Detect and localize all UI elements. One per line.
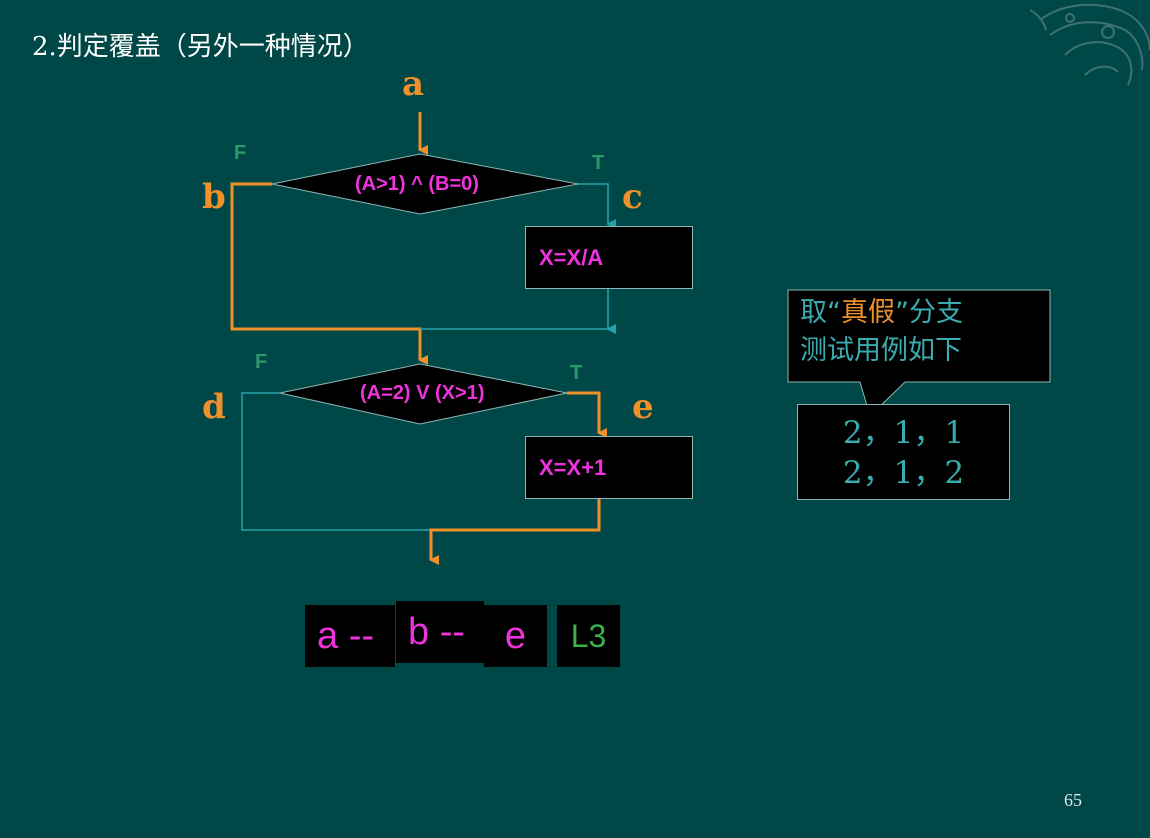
path-segment-b: b -- — [396, 601, 484, 663]
test-case-2: 2，1，2 — [842, 455, 965, 491]
edge-decision1-false — [230, 182, 428, 365]
callout-highlight: 真假 — [841, 297, 895, 328]
callout-line1: 取“真假”分支 — [800, 297, 963, 328]
callout-line2: 测试用例如下 — [800, 335, 962, 366]
node-c-label: c — [622, 177, 643, 217]
decision2-condition: (A=2) V (X>1) — [360, 382, 485, 404]
test-case-1: 2，1，1 — [842, 415, 965, 451]
edge-decision1-true — [578, 183, 616, 229]
decision1-false-label: F — [234, 142, 247, 164]
path-segment-a: a -- — [305, 605, 395, 667]
decision1-condition: (A>1) ^ (B=0) — [355, 173, 479, 195]
edge-decision2-false — [241, 392, 430, 531]
decision2-true-label: T — [570, 362, 583, 384]
edge-decision2-true — [567, 391, 607, 438]
node-b-label: b — [202, 177, 226, 217]
callout-bubble — [787, 289, 1051, 417]
page-number: 65 — [1064, 790, 1082, 810]
corner-ornament — [1029, 3, 1150, 86]
callout-text: 取“真假”分支 测试用例如下 — [800, 294, 1048, 370]
process2-box: X=X+1 — [525, 436, 693, 499]
test-cases-box: 2，1，1 2，1，2 — [797, 404, 1010, 500]
decision2-false-label: F — [255, 351, 268, 373]
node-d-label: d — [202, 387, 226, 427]
slide-title: 2.判定覆盖（另外一种情况） — [32, 32, 369, 62]
edge-process2-to-exit — [429, 499, 601, 565]
path-segment-e: e — [484, 605, 547, 667]
process1-box: X=X/A — [525, 226, 693, 289]
node-a-label: a — [402, 64, 425, 104]
decision1-true-label: T — [592, 152, 605, 174]
path-label-l3: L3 — [557, 605, 620, 667]
node-e-label: e — [632, 387, 654, 427]
